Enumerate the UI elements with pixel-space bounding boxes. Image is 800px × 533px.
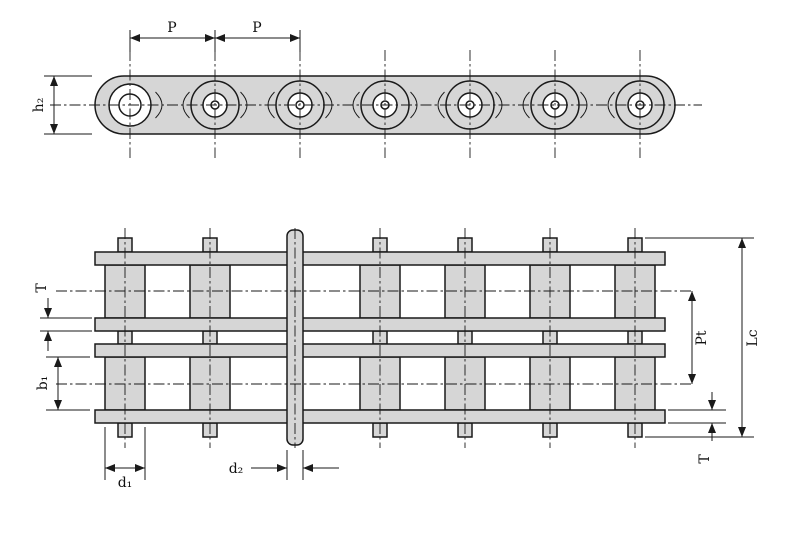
- pt-label: Pt: [694, 330, 710, 345]
- plate-thickness-left-dimension: T: [34, 283, 92, 351]
- plan-view: T b₁ d₁ d₂ Pt: [34, 228, 761, 491]
- h2-dimension: h₂: [31, 75, 92, 135]
- d2-label: d₂: [229, 461, 244, 477]
- plan-centerlines-group: [56, 228, 694, 448]
- pitch-dimension: P P: [129, 20, 301, 52]
- lc-label: Lc: [745, 329, 761, 346]
- b1-label: b₁: [35, 376, 51, 391]
- plate-thickness-left-label: T: [34, 283, 50, 293]
- plate-waist-mark: [437, 91, 445, 119]
- roller-diameter-dimension: d₁: [104, 427, 146, 491]
- pitch-2-label: P: [252, 20, 261, 36]
- pin-length-dimension: Lc: [645, 237, 761, 438]
- d1-label: d₁: [118, 475, 133, 491]
- plate-thickness-right-dimension: T: [668, 392, 726, 464]
- inner-width-dimension: b₁: [35, 356, 90, 411]
- pitch-1-label: P: [167, 20, 176, 36]
- plate-thickness-right-label: T: [697, 454, 713, 464]
- transverse-pitch-dimension: Pt: [688, 291, 710, 384]
- side-view: P P h₂: [31, 20, 702, 158]
- pin-diameter-dimension: d₂: [229, 450, 339, 480]
- plate-waist-mark: [607, 91, 615, 119]
- h2-label: h₂: [31, 98, 47, 113]
- centerlines-group: [50, 50, 702, 158]
